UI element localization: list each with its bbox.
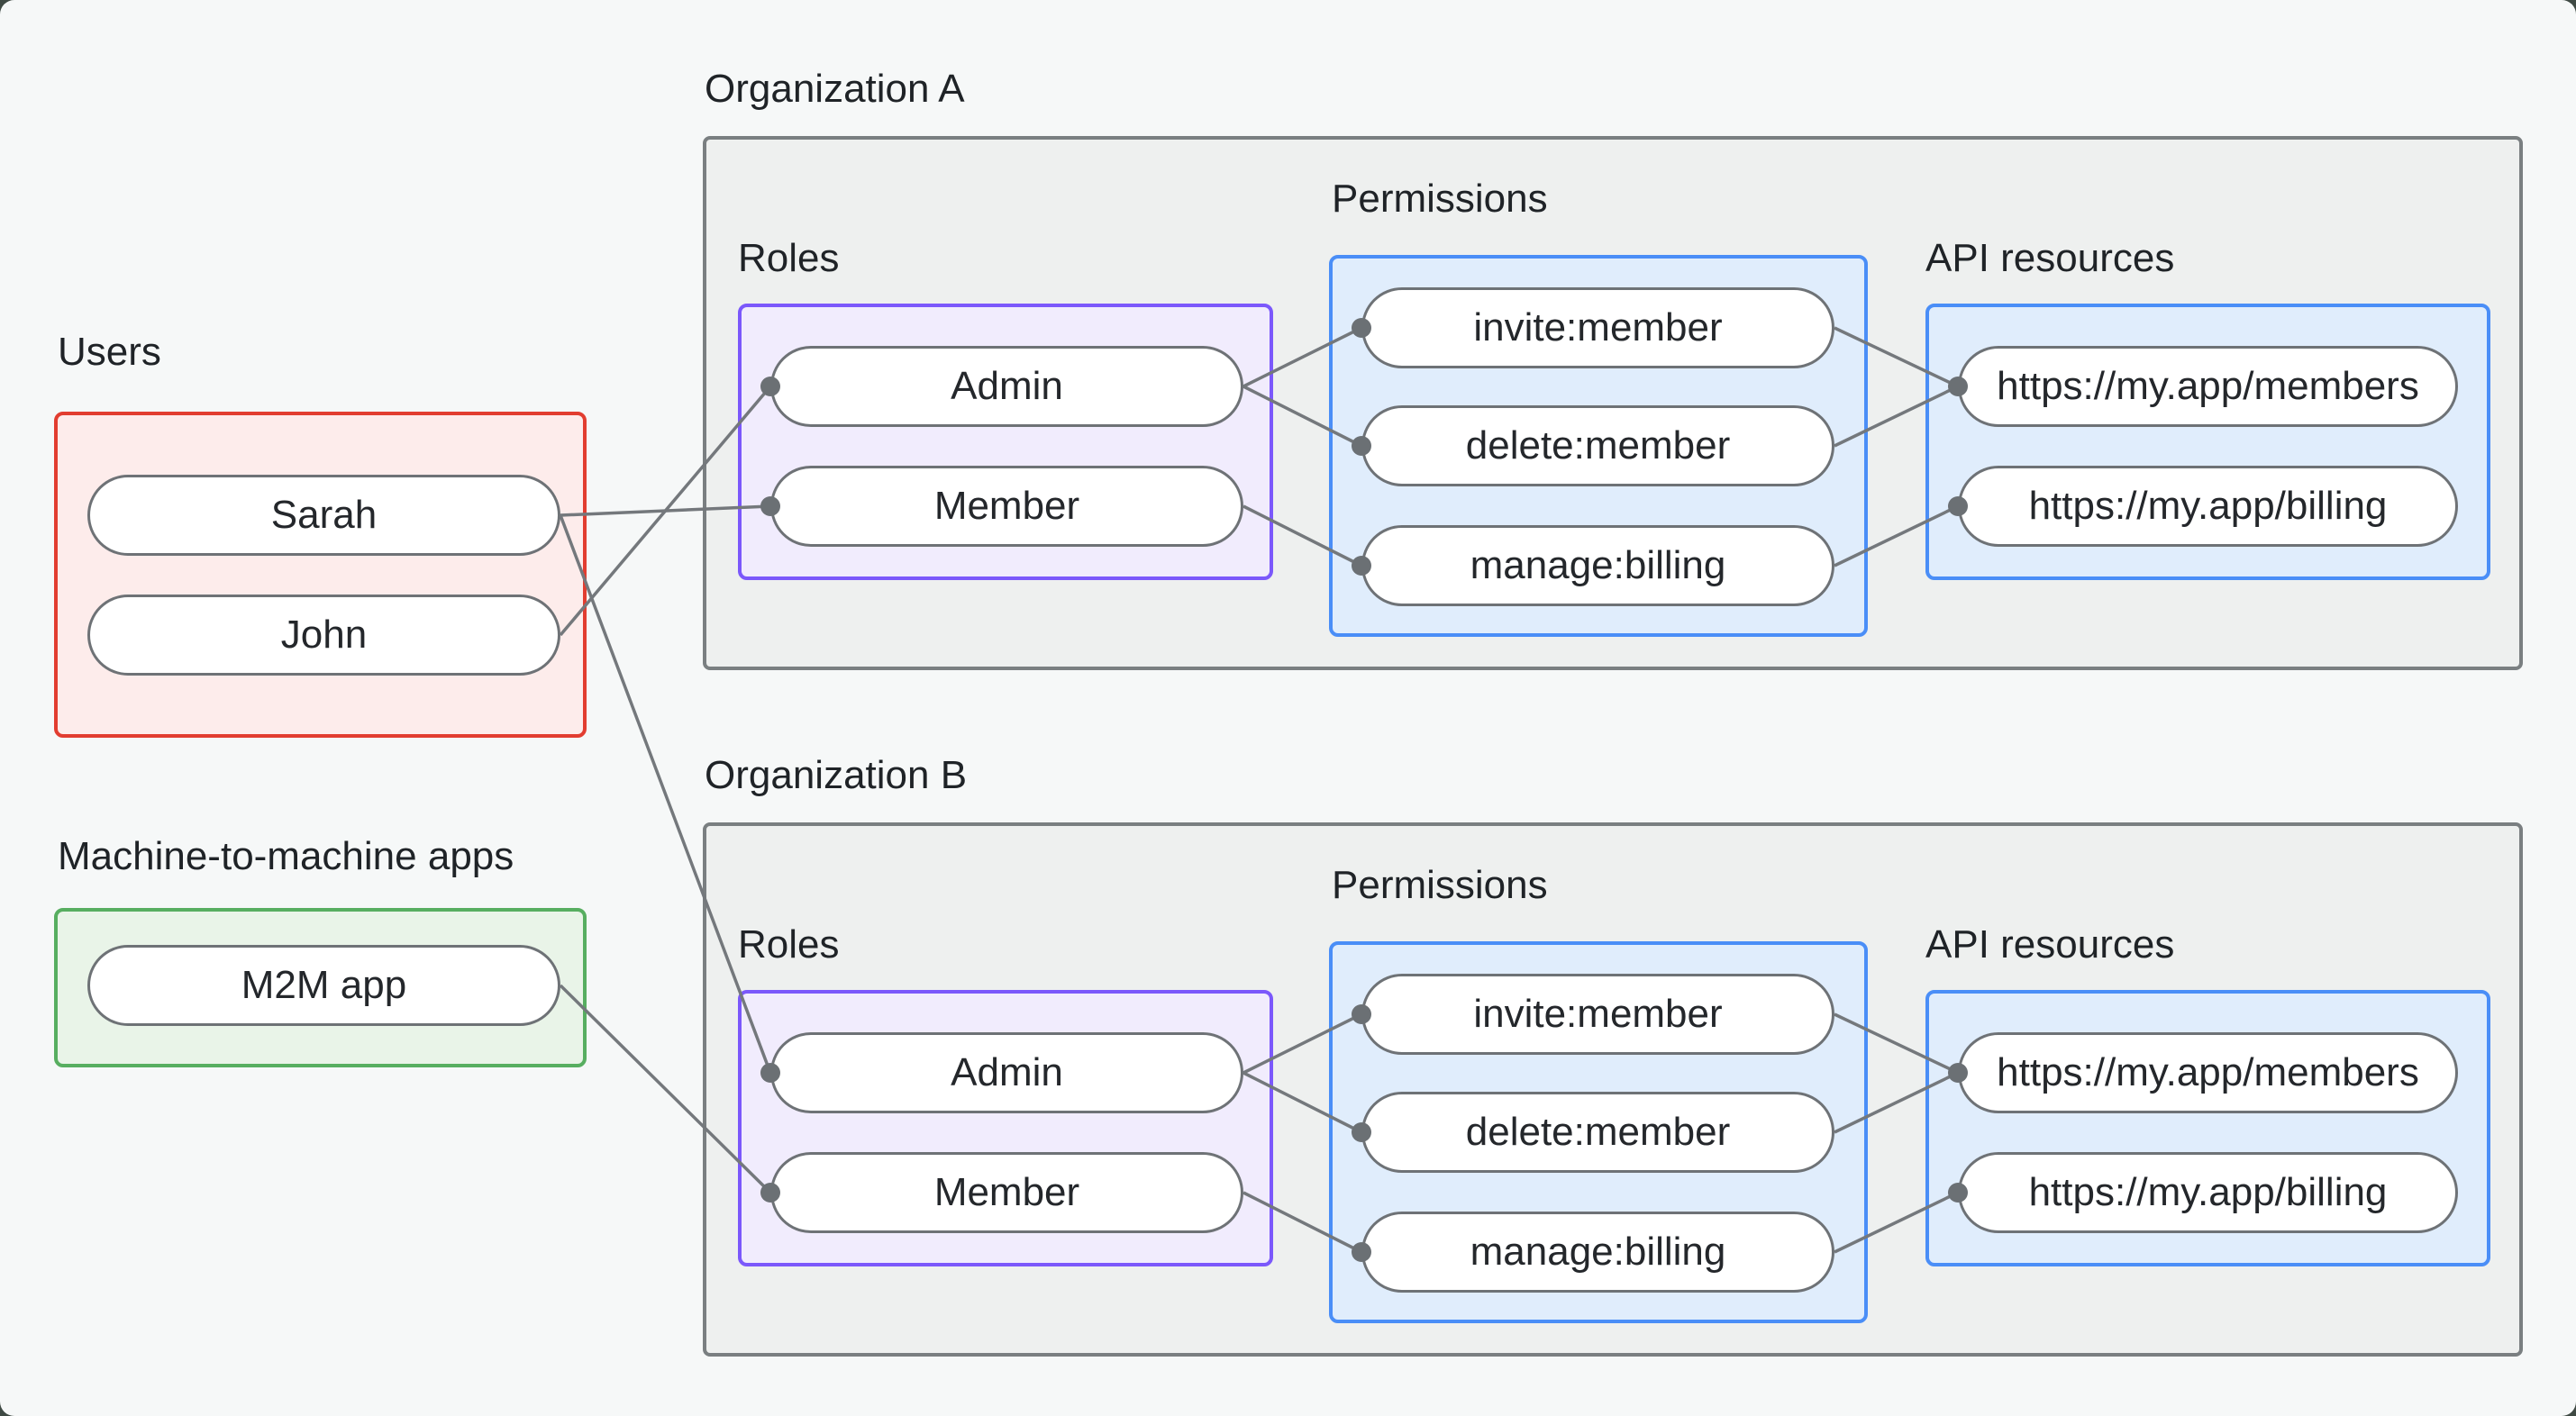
node-user-john: John: [87, 595, 560, 676]
node-org-b-permission-invite-member: invite:member: [1361, 974, 1834, 1055]
org-b-api-resources-label: API resources: [1925, 922, 2175, 967]
org-a-api-resources-label: API resources: [1925, 236, 2175, 280]
node-org-b-api-members: https://my.app/members: [1958, 1032, 2458, 1113]
node-org-a-permission-invite-member: invite:member: [1361, 287, 1834, 368]
node-org-a-role-member: Member: [770, 466, 1243, 547]
node-org-a-api-members: https://my.app/members: [1958, 346, 2458, 427]
node-org-b-permission-delete-member: delete:member: [1361, 1092, 1834, 1173]
org-a-roles-label: Roles: [738, 236, 840, 280]
node-org-a-role-admin: Admin: [770, 346, 1243, 427]
node-user-sarah: Sarah: [87, 475, 560, 556]
node-org-b-role-admin: Admin: [770, 1032, 1243, 1113]
org-b-roles-label: Roles: [738, 922, 840, 967]
users-group-label: Users: [58, 330, 161, 374]
node-org-a-permission-manage-billing: manage:billing: [1361, 525, 1834, 606]
org-b-permissions-label: Permissions: [1332, 863, 1548, 907]
node-org-b-role-member: Member: [770, 1152, 1243, 1233]
org-a-title: Organization A: [705, 67, 965, 111]
m2m-group-label: Machine-to-machine apps: [58, 834, 514, 878]
org-a-permissions-label: Permissions: [1332, 177, 1548, 221]
node-org-a-api-billing: https://my.app/billing: [1958, 466, 2458, 547]
node-m2m-app: M2M app: [87, 945, 560, 1026]
users-group-box: [54, 412, 587, 738]
node-org-a-permission-delete-member: delete:member: [1361, 405, 1834, 486]
node-org-b-permission-manage-billing: manage:billing: [1361, 1212, 1834, 1293]
org-b-title: Organization B: [705, 753, 968, 797]
node-org-b-api-billing: https://my.app/billing: [1958, 1152, 2458, 1233]
